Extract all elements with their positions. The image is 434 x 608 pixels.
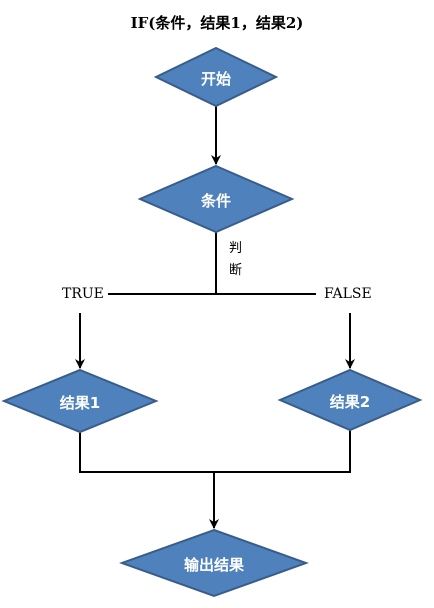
result1-node-shape [1, 368, 159, 434]
false-label: FALSE [324, 286, 372, 302]
connector-merge-line [79, 430, 351, 473]
result1-node-label: 结果1 [59, 394, 101, 412]
judge-label: 判断 [229, 241, 243, 278]
flowchart-title: IF(条件，结果1，结果2) [130, 14, 304, 32]
result2-node-label: 结果2 [329, 393, 371, 411]
output-node-shape [119, 528, 309, 598]
output-node-label: 输出结果 [183, 556, 244, 574]
start-node-label: 开始 [200, 70, 231, 88]
condition-node-shape [137, 164, 295, 234]
result2-node-shape [277, 368, 423, 432]
true-label: TRUE [62, 286, 104, 302]
start-node-shape [153, 46, 279, 108]
condition-node-label: 条件 [200, 192, 231, 210]
